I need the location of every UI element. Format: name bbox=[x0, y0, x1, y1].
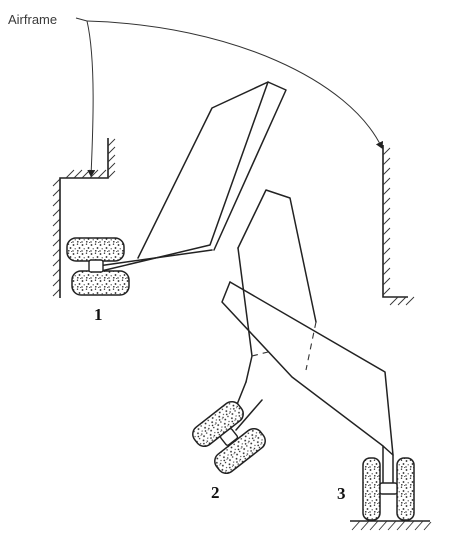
stage-2-leg-assembly bbox=[237, 189, 317, 323]
stage-3-left-wheel bbox=[362, 457, 381, 521]
stage-1-axle-hub bbox=[88, 259, 104, 273]
gear-stage-2 bbox=[192, 189, 317, 475]
airframe-leader-lines bbox=[75, 17, 384, 177]
airframe-label: Airframe bbox=[8, 12, 57, 27]
stage-2-axle-hub bbox=[219, 428, 239, 446]
stage-2-number: 2 bbox=[211, 483, 220, 502]
stage-1-number: 1 bbox=[94, 305, 103, 324]
stage-1-lower-wheel bbox=[71, 270, 130, 296]
gear-stage-1 bbox=[66, 81, 287, 296]
gear-stage-3 bbox=[221, 281, 432, 531]
stage-3-leg-assembly bbox=[221, 281, 384, 487]
right-airframe-bay bbox=[382, 145, 415, 306]
stage-3-number: 3 bbox=[337, 484, 346, 503]
stage-3-right-wheel bbox=[396, 457, 415, 521]
stage-2-lower-wheel bbox=[214, 427, 266, 475]
stage-1-upper-wheel bbox=[66, 237, 125, 262]
left-airframe-bay bbox=[52, 138, 116, 298]
stage-3-axle-hub bbox=[379, 482, 398, 495]
